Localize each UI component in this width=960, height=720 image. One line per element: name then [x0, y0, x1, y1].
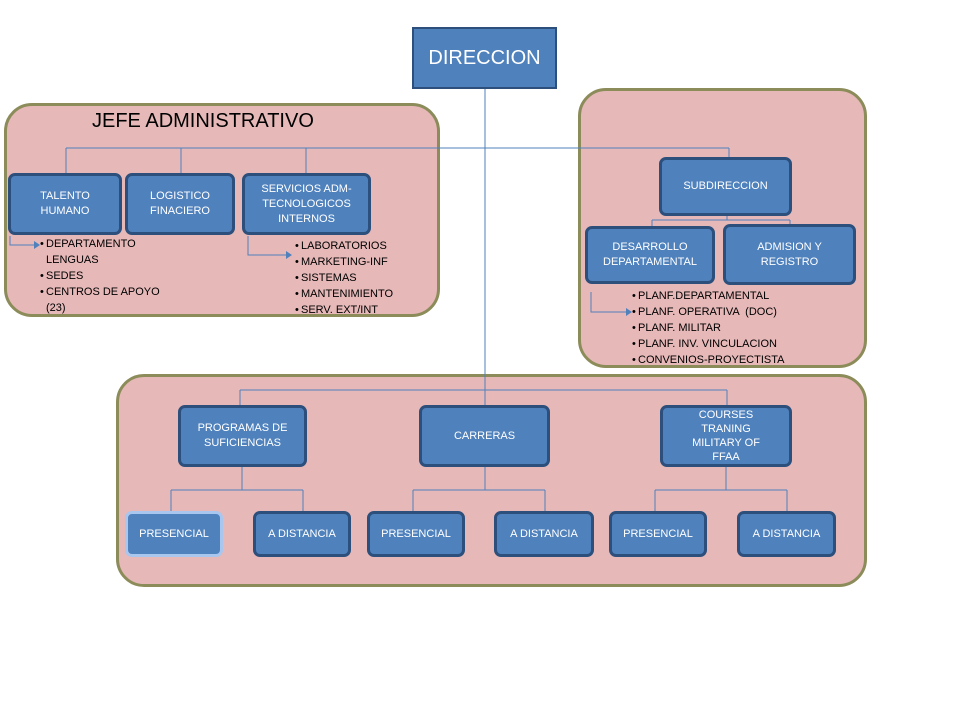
courses-presencial-box[interactable]: PRESENCIAL	[609, 511, 707, 557]
programas-suficiencias-box[interactable]: PROGRAMAS DE SUFICIENCIAS	[178, 405, 307, 467]
admision-registro-box[interactable]: ADMISION Y REGISTRO	[723, 224, 856, 285]
subdireccion-box[interactable]: SUBDIRECCION	[659, 157, 792, 216]
list-item: SERV. EXT/INT	[295, 302, 435, 318]
talento-humano-box[interactable]: TALENTO HUMANO	[8, 173, 122, 235]
list-item: MARKETING-INF	[295, 254, 435, 270]
direccion-box[interactable]: DIRECCION	[412, 27, 557, 89]
courses-training-box[interactable]: COURSES TRANING MILITARY OF FFAA	[660, 405, 792, 467]
list-item: MANTENIMIENTO	[295, 286, 435, 302]
list-item: LABORATORIOS	[295, 238, 435, 254]
servicios-list: LABORATORIOS MARKETING-INF SISTEMAS MANT…	[295, 238, 435, 318]
list-item: PLANF. OPERATIVA (DOC)	[632, 304, 812, 320]
carreras-presencial-box[interactable]: PRESENCIAL	[367, 511, 465, 557]
list-item: SISTEMAS	[295, 270, 435, 286]
desarrollo-list: PLANF.DEPARTAMENTAL PLANF. OPERATIVA (DO…	[632, 288, 812, 368]
list-item: CONVENIOS-PROYECTISTA	[632, 352, 812, 368]
list-item: CENTROS DE APOYO (23)	[40, 284, 168, 316]
carreras-distancia-box[interactable]: A DISTANCIA	[494, 511, 594, 557]
list-item: PLANF. MILITAR	[632, 320, 812, 336]
courses-distancia-box[interactable]: A DISTANCIA	[737, 511, 836, 557]
carreras-box[interactable]: CARRERAS	[419, 405, 550, 467]
talento-list: DEPARTAMENTO LENGUAS SEDES CENTROS DE AP…	[40, 236, 168, 316]
list-item: DEPARTAMENTO LENGUAS	[40, 236, 168, 268]
admin-title: JEFE ADMINISTRATIVO	[92, 110, 314, 132]
programas-distancia-box[interactable]: A DISTANCIA	[253, 511, 351, 557]
list-item: SEDES	[40, 268, 168, 284]
desarrollo-departamental-box[interactable]: DESARROLLO DEPARTAMENTAL	[585, 226, 715, 284]
programas-presencial-box[interactable]: PRESENCIAL	[125, 511, 223, 557]
servicios-adm-box[interactable]: SERVICIOS ADM-TECNOLOGICOS INTERNOS	[242, 173, 371, 235]
list-item: PLANF. INV. VINCULACION	[632, 336, 812, 352]
list-item: PLANF.DEPARTAMENTAL	[632, 288, 812, 304]
logistico-finaciero-box[interactable]: LOGISTICO FINACIERO	[125, 173, 235, 235]
